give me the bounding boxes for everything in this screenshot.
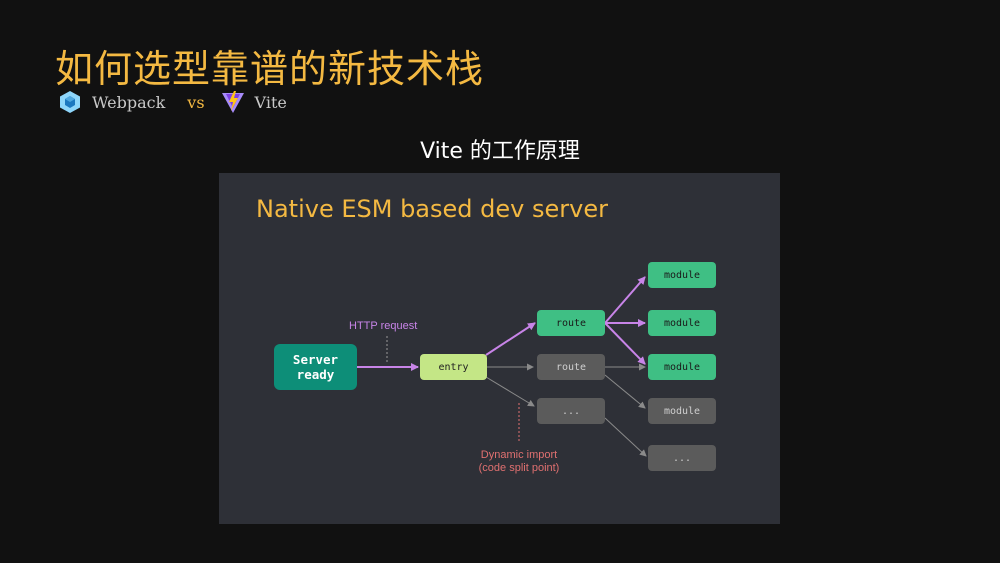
- route-node: route: [537, 310, 605, 336]
- tool-comparison: Webpack vs Vite: [58, 88, 287, 116]
- route-node: route: [537, 354, 605, 380]
- diagram-title: Native ESM based dev server: [256, 195, 608, 223]
- section-subtitle: Vite 的工作原理: [420, 139, 580, 164]
- module-node: module: [648, 310, 716, 336]
- vite-label: Vite: [254, 92, 287, 112]
- dynamic-import-label: Dynamic import (code split point): [478, 449, 560, 474]
- vs-label: vs: [187, 92, 205, 112]
- module-placeholder-node: ...: [648, 445, 716, 471]
- module-node: module: [648, 354, 716, 380]
- webpack-label: Webpack: [92, 92, 166, 112]
- server-ready-node: Server ready: [274, 344, 357, 390]
- page-title: 如何选型靠谱的新技术栈: [55, 47, 485, 91]
- entry-node: entry: [420, 354, 487, 380]
- module-node: module: [648, 398, 716, 424]
- diagram-arrows: [357, 276, 647, 457]
- route-placeholder-node: ...: [537, 398, 605, 424]
- diagram-panel: Native ESM based dev server Server ready…: [219, 173, 780, 524]
- vite-logo-icon: [221, 90, 245, 114]
- webpack-logo-icon: [58, 90, 82, 114]
- http-request-label: HTTP request: [349, 320, 418, 332]
- module-node: module: [648, 262, 716, 288]
